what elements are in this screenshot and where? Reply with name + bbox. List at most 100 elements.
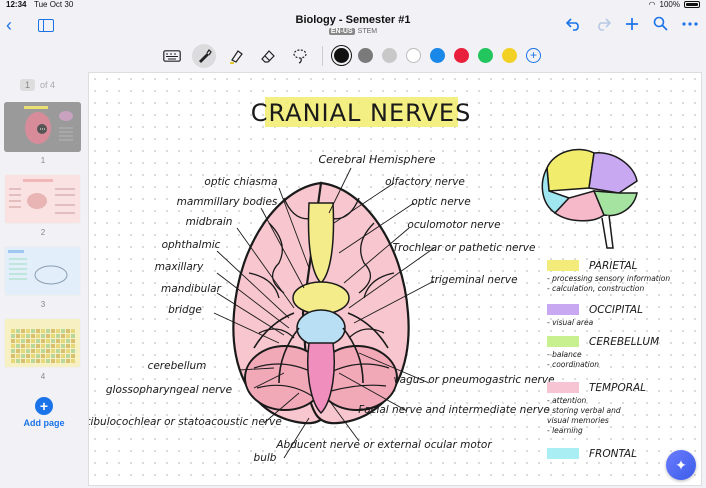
legend-note-4-4: - learning [547,426,583,435]
lobe-legend: PARIETAL - processing sensory information… [547,260,670,460]
top-right-actions [565,15,698,32]
battery-icon [684,1,700,8]
tool-group [160,44,312,68]
legend-name-3: CEREBELLUM [589,336,659,348]
sidebar-toggle-icon[interactable] [38,19,54,32]
label-right-4: Trochlear or pathetic nerve [393,242,536,254]
label-right-1: olfactory nerve [385,176,465,188]
label-cerebral-hemisphere: Cerebral Hemisphere [318,153,435,166]
right-labels: olfactory nerve optic nerve oculomotor ner… [275,176,554,451]
brain-illustration [232,181,410,425]
label-right-2: optic nerve [411,196,470,208]
label-left-5: maxillary [155,261,204,273]
page-counter: 1 of 4 [20,79,55,91]
top-bar: ‹ Biology - Semester #1 EN-US STEM [0,10,706,42]
color-swatch-8[interactable] [502,48,517,63]
battery-percent: 100% [659,0,680,9]
page-thumbnail-4[interactable] [4,318,81,368]
add-color-icon[interactable]: + [526,48,541,63]
label-right-6: vagus or pneumogastric nerve [393,374,554,386]
document-title[interactable]: Biology - Semester #1 [295,14,411,26]
legend-swatch-4 [547,382,579,393]
legend-swatch-5 [547,448,579,459]
legend-note-3-1: - balance [547,350,582,359]
keyboard-icon[interactable] [160,44,184,68]
legend-name-2: OCCIPITAL [589,304,643,316]
label-left-7: bridge [168,304,202,316]
ai-assistant-sparkle-icon[interactable]: ✦ [666,450,696,480]
pen-tool-icon[interactable] [192,44,216,68]
current-page-number[interactable]: 1 [20,79,36,91]
add-page-plus-icon: + [35,397,53,415]
legend-swatch-3 [547,336,579,347]
add-icon[interactable] [623,15,640,32]
document-title-area[interactable]: Biology - Semester #1 EN-US STEM [253,14,453,35]
toolbar-divider [322,46,323,66]
legend-name-4: TEMPORAL [589,382,646,394]
redo-icon[interactable] [594,15,611,32]
page-number-3: 3 [40,300,46,309]
side-brain-illustration [541,148,638,249]
note-title: CRANIAL NERVES [251,99,472,127]
status-time: 12:34 [6,0,27,9]
legend-note-4-2: - storing verbal and [547,406,621,415]
label-right-5: trigeminal nerve [430,274,517,286]
label-left-4: ophthalmic [162,239,221,251]
back-chevron-icon[interactable]: ‹ [6,15,12,35]
lasso-icon[interactable] [288,44,312,68]
label-left-3: midbrain [186,216,233,228]
legend-swatch-1 [547,260,579,271]
label-right-8: Abducent nerve or external ocular motor [275,439,492,451]
subject-tag: STEM [357,28,378,35]
wifi-icon: ◠ [648,0,656,9]
label-left-8: cerebellum [148,360,207,372]
page-number-1: 1 [40,156,46,165]
status-date: Tue Oct 30 [34,0,74,9]
label-left-6: mandibular [161,283,222,295]
add-page-label: Add page [23,418,65,428]
legend-note-3-2: - coordination [547,360,599,369]
color-swatch-3[interactable] [382,48,397,63]
legend-note-2-1: - visual area [547,318,594,327]
legend-note-1-2: - calculation, construction [547,284,644,293]
label-left-9: glossopharyngeal nerve [106,384,232,396]
note-canvas[interactable]: CRANIAL NERVES opt [88,72,702,486]
more-options-icon[interactable] [681,15,698,32]
search-icon[interactable] [652,15,669,32]
drawing-toolbar: + [0,43,706,69]
page-thumbnail-1[interactable] [4,102,81,152]
highlighter-icon[interactable] [224,44,248,68]
eraser-icon[interactable] [256,44,280,68]
legend-name-5: FRONTAL [589,448,637,460]
color-swatch-6[interactable] [454,48,469,63]
legend-note-4-1: - attention [547,396,587,405]
color-palette: + [334,48,541,63]
color-swatch-7[interactable] [478,48,493,63]
label-right-7: Facial nerve and intermediate nerve [358,404,550,416]
title-highlight [265,97,458,127]
page-sidebar: 1 of 4 1 2 3 [0,72,86,488]
legend-note-1-1: - processing sensory information [547,274,670,283]
legend-name-1: PARIETAL [589,260,638,272]
note-drawing: CRANIAL NERVES opt [89,97,670,464]
page-number-4: 4 [40,372,46,381]
legend-swatch-2 [547,304,579,315]
page-number-2: 2 [40,228,46,237]
color-swatch-2[interactable] [358,48,373,63]
add-page-button[interactable]: + Add page [20,397,68,428]
undo-icon[interactable] [565,15,582,32]
label-leader-lines [213,167,435,459]
page-total: of 4 [40,80,56,90]
label-left-10: vestibulocochlear or statoacoustic nerve [89,416,282,428]
color-swatch-5[interactable] [430,48,445,63]
legend-note-4-3: visual memories [547,416,609,425]
label-left-1: optic chiasma [204,176,277,188]
color-swatch-4[interactable] [406,48,421,63]
color-swatch-1[interactable] [334,48,349,63]
page-thumbnail-3[interactable] [4,246,81,296]
language-tag: EN-US [328,28,355,35]
page-thumbnail-2[interactable] [4,174,81,224]
status-bar: 12:34 Tue Oct 30 ◠ 100% [0,0,706,10]
label-right-3: oculomotor nerve [407,219,500,231]
